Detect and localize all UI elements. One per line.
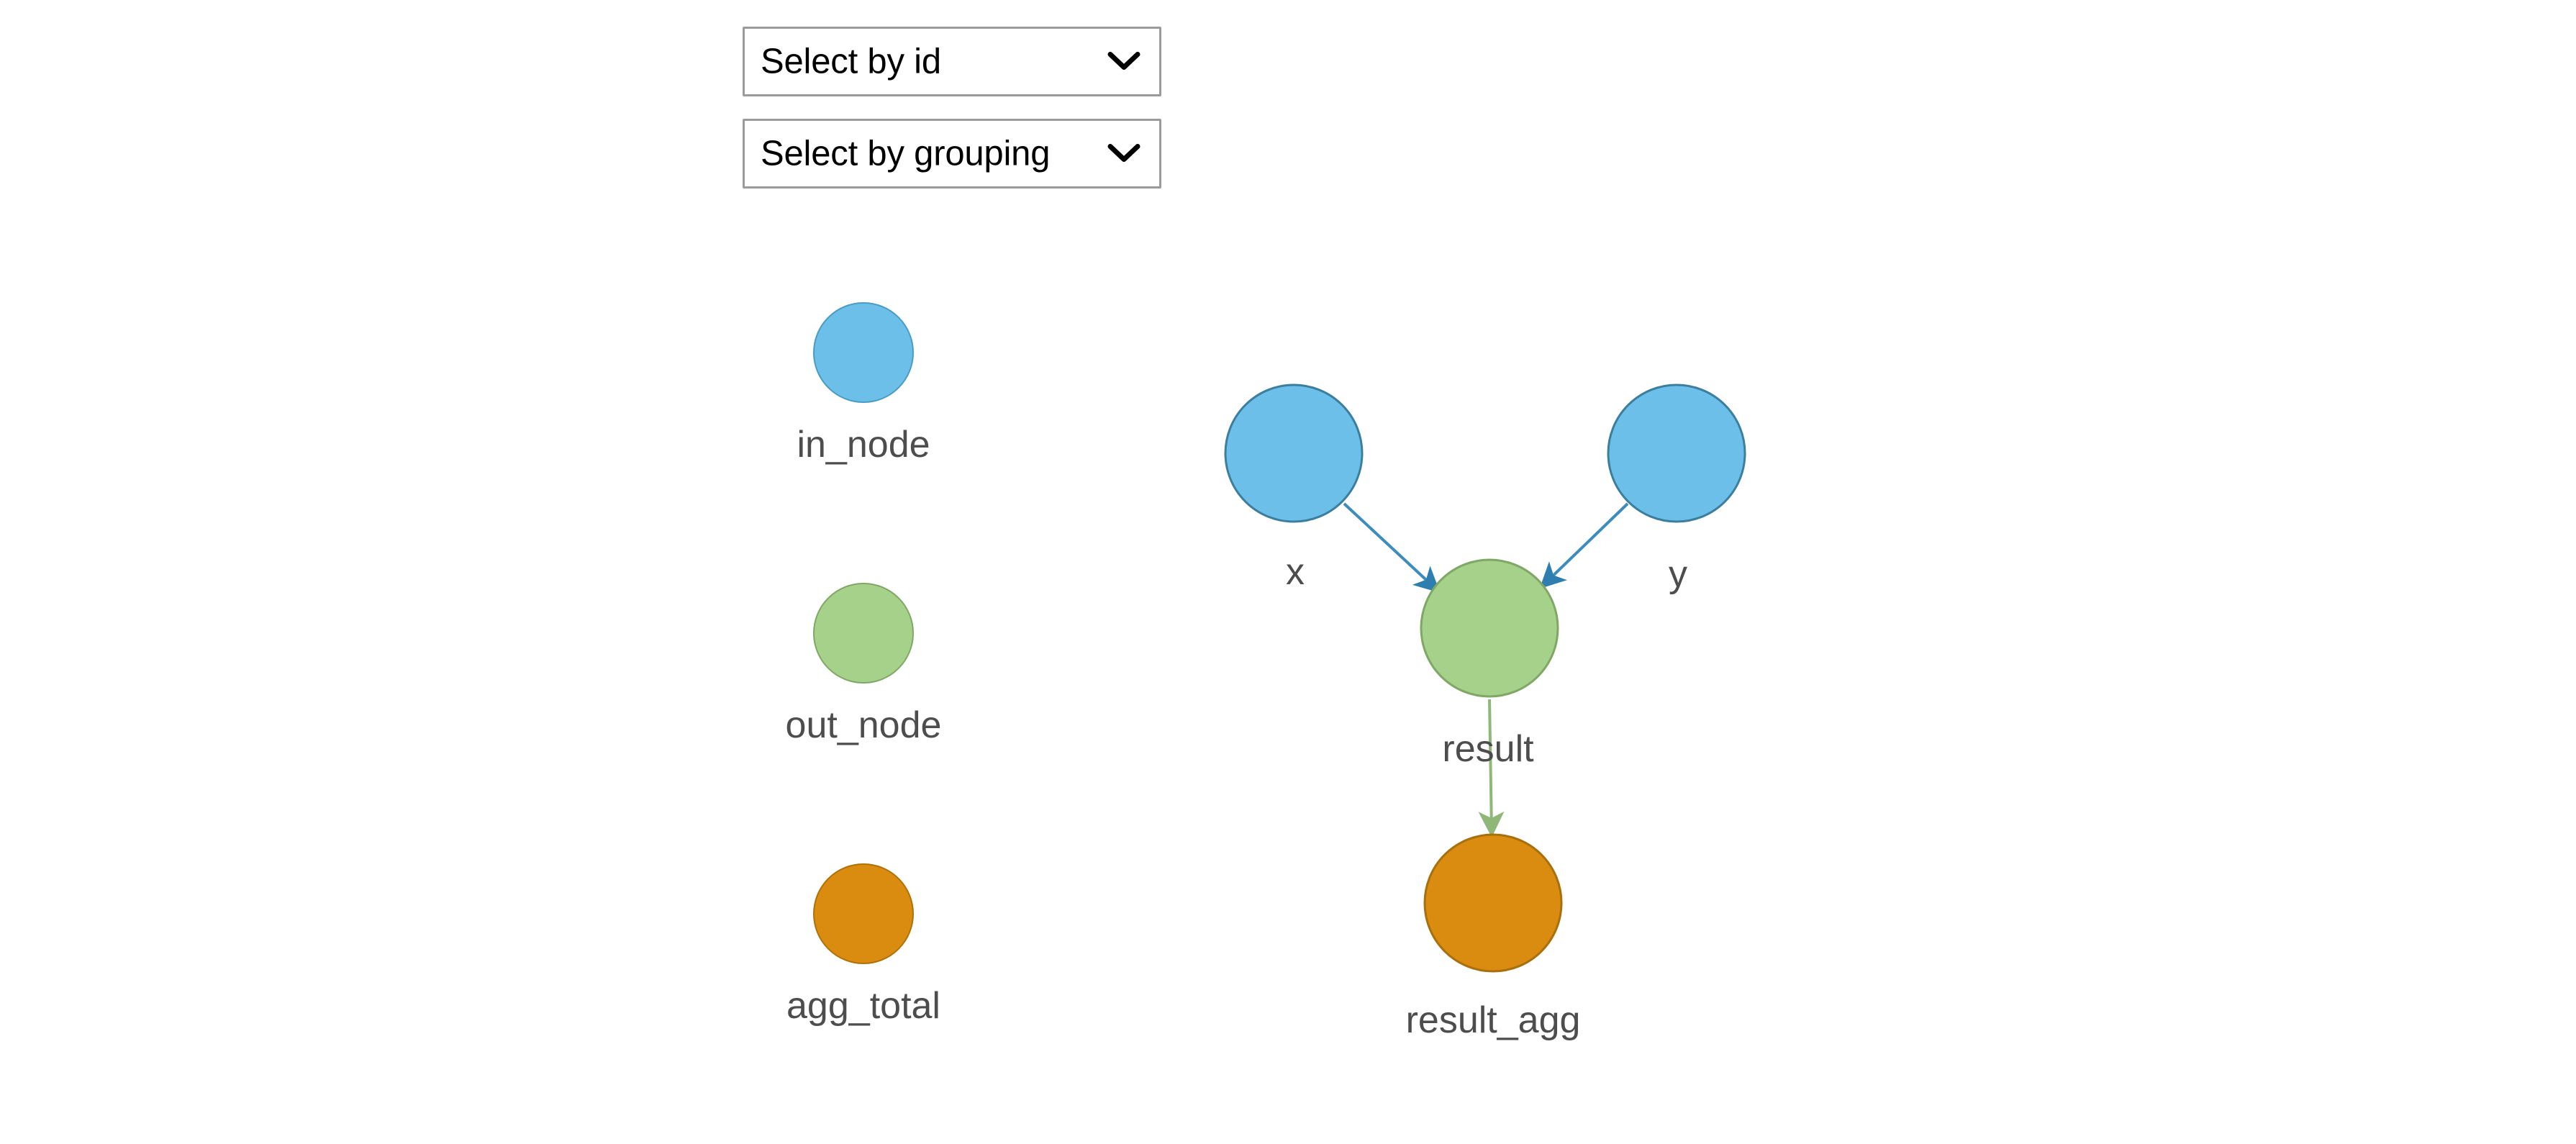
dependency-graph: x y result result_agg [1224, 383, 1746, 1041]
graph-nodes [1224, 383, 1746, 973]
controls-panel: Select by id Select by grouping [743, 27, 1161, 211]
legend-item-label: out_node [785, 704, 942, 746]
legend-item-agg-total[interactable]: agg_total [763, 863, 964, 1144]
graph-node-result[interactable] [1420, 558, 1559, 698]
edge-label-result: result [1442, 728, 1534, 770]
edge-label-y: y [1669, 553, 1687, 595]
node-type-legend: in_node out_node agg_total [763, 302, 964, 1144]
out-node-swatch-icon [813, 583, 914, 684]
chevron-down-icon[interactable] [1107, 142, 1140, 163]
in-node-swatch-icon [813, 302, 914, 403]
select-by-grouping[interactable]: Select by grouping [743, 119, 1161, 189]
agg-total-swatch-icon [813, 863, 914, 964]
graph-node-y[interactable] [1607, 383, 1746, 523]
graph-node-x[interactable] [1224, 383, 1364, 523]
edge-y-to-result[interactable] [1539, 502, 1629, 589]
select-by-id-value: Select by id [761, 42, 941, 81]
legend-item-out-node[interactable]: out_node [763, 583, 964, 863]
node-label-result-agg: result_agg [1406, 999, 1581, 1041]
edge-result-to-result-agg[interactable] [1478, 699, 1505, 837]
edge-label-x: x [1286, 551, 1305, 593]
legend-item-in-node[interactable]: in_node [763, 302, 964, 583]
chevron-down-icon[interactable] [1107, 50, 1140, 71]
graph-node-result-agg[interactable] [1423, 833, 1563, 973]
legend-item-label: in_node [797, 424, 930, 466]
select-by-id[interactable]: Select by id [743, 27, 1161, 96]
edge-x-to-result[interactable] [1343, 502, 1441, 594]
legend-item-label: agg_total [786, 985, 940, 1027]
select-by-grouping-value: Select by grouping [761, 134, 1051, 173]
